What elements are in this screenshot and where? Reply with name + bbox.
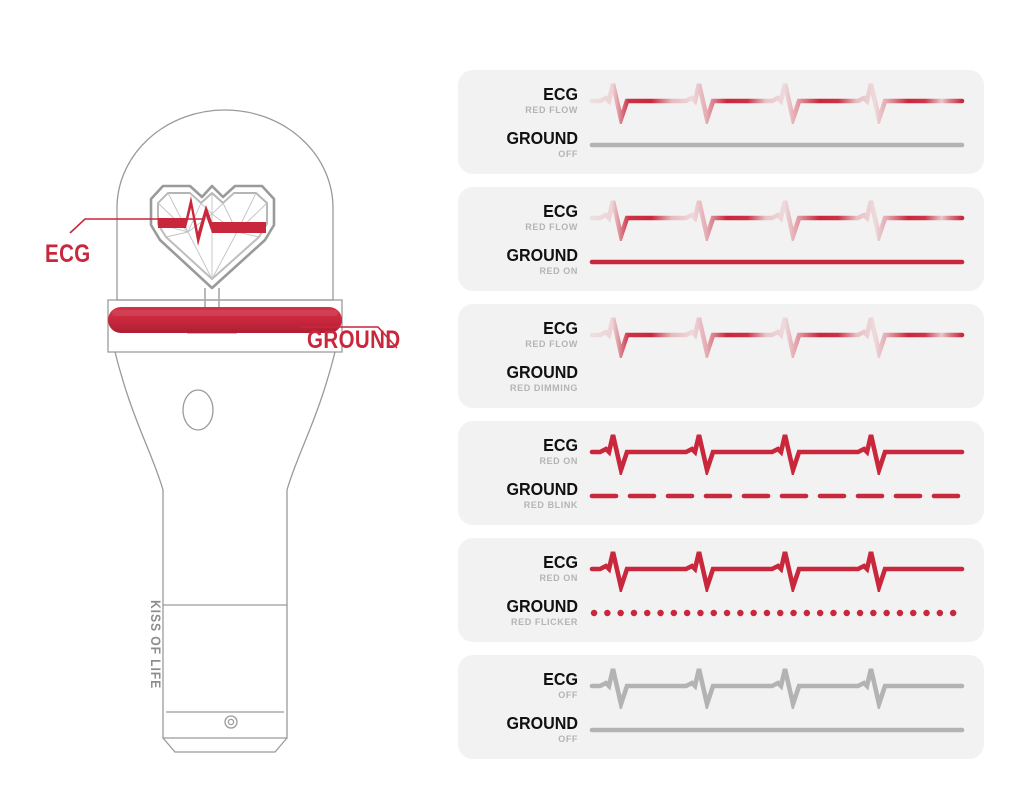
- ground-waveform-area: [586, 122, 984, 168]
- lightstick-illustration: ECG GROUND KISS OF LIFE: [0, 0, 450, 810]
- ecg-waveform-area: [586, 546, 984, 592]
- ecg-channel-name: ECG: [543, 318, 578, 338]
- ecg-channel-name: ECG: [543, 552, 578, 572]
- heart-facet-lines: [157, 192, 268, 280]
- ecg-waveform-area: [586, 429, 984, 475]
- ground-waveform-area: [586, 707, 984, 753]
- ground-waveform-area: [586, 590, 984, 636]
- heart-emblem: [149, 184, 276, 290]
- callout-label-ecg: ECG: [45, 240, 91, 268]
- ecg-waveform: [589, 551, 965, 592]
- product-brand-text: KISS OF LIFE: [148, 600, 163, 690]
- ecg-waveform: [589, 83, 965, 124]
- ecg-channel-state: RED FLOW: [525, 339, 578, 350]
- ecg-channel-state: OFF: [558, 690, 578, 701]
- ecg-channel-state: RED ON: [539, 456, 578, 467]
- ground-waveform-area: [586, 239, 984, 285]
- ecg-channel-state: RED ON: [539, 573, 578, 584]
- ground-channel-name: GROUND: [506, 479, 578, 499]
- ground-waveform-area: [586, 473, 984, 519]
- ground-waveform: [589, 259, 965, 265]
- ground-channel-name: GROUND: [506, 245, 578, 265]
- heart-ecg-graphic: [158, 196, 266, 246]
- ecg-channel-name: ECG: [543, 84, 578, 104]
- ground-waveform: [590, 609, 964, 617]
- ground-waveform: [589, 142, 965, 148]
- ground-channel-name: GROUND: [506, 128, 578, 148]
- ground-waveform: [589, 493, 965, 499]
- ground-channel-name: GROUND: [506, 596, 578, 616]
- ecg-waveform: [589, 200, 965, 241]
- ecg-waveform-area: [586, 312, 984, 358]
- ecg-channel-name: ECG: [543, 201, 578, 221]
- ground-channel-state: RED FLICKER: [511, 617, 578, 628]
- ecg-waveform: [589, 668, 965, 709]
- callout-label-ground: GROUND: [307, 326, 401, 354]
- ground-waveform-area: [586, 356, 984, 402]
- ecg-waveform-area: [586, 78, 984, 124]
- ground-channel-state: OFF: [558, 149, 578, 160]
- ecg-channel-state: RED FLOW: [525, 105, 578, 116]
- ecg-channel-name: ECG: [543, 435, 578, 455]
- ecg-waveform: [589, 434, 965, 475]
- callout-leader-lines: [69, 218, 398, 349]
- ground-channel-name: GROUND: [506, 713, 578, 733]
- ecg-waveform: [589, 317, 965, 358]
- ground-channel-state: OFF: [558, 734, 578, 745]
- lightstick-body-outline: [107, 109, 343, 753]
- ground-channel-state: RED ON: [539, 266, 578, 277]
- ground-channel-name: GROUND: [506, 362, 578, 382]
- ground-ring: [108, 307, 342, 333]
- ground-channel-state: RED DIMMING: [510, 383, 578, 394]
- ground-waveform: [589, 376, 965, 382]
- ground-waveform: [589, 727, 965, 733]
- ground-channel-state: RED BLINK: [523, 500, 578, 511]
- lightstick-drawing: [69, 109, 398, 753]
- ecg-waveform-area: [586, 663, 984, 709]
- ecg-waveform-area: [586, 195, 984, 241]
- ecg-channel-name: ECG: [543, 669, 578, 689]
- ecg-channel-state: RED FLOW: [525, 222, 578, 233]
